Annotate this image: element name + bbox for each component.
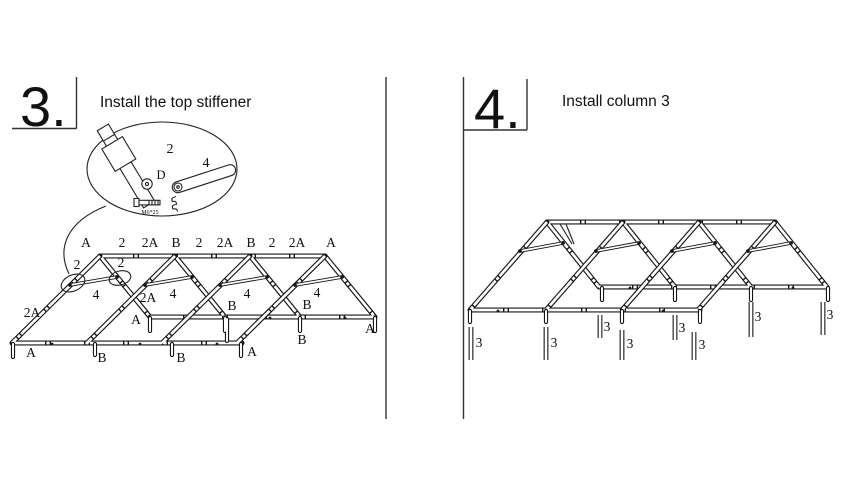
detail-bar-label: 4 [203, 156, 210, 171]
columns [468, 302, 826, 360]
stiffener-label: 4 [314, 285, 321, 300]
stiffener-label: 4 [244, 286, 251, 301]
back-eave-label: B [227, 298, 236, 313]
ridge-label: 2 [196, 235, 203, 250]
back-eave-label: A [131, 312, 141, 327]
ridge-label: 2A [142, 235, 159, 250]
column-label: 3 [476, 335, 483, 350]
back-eave-label: B [297, 332, 306, 347]
detail-bar-4 [171, 164, 237, 194]
step3-number: 3. [20, 75, 67, 138]
stiffener-label: 4 [170, 286, 177, 301]
joint-label: 2 [74, 257, 81, 272]
ridge-label: 2A [289, 235, 306, 250]
joint-dots [496, 241, 795, 313]
step4-labels: 3 3 3 3 3 3 3 3 [476, 307, 834, 352]
front-eave-label: B [97, 350, 106, 365]
step4-number: 4. [474, 77, 521, 140]
ridge-label: 2A [217, 235, 234, 250]
front-eave-label: A [26, 345, 36, 360]
detail-bar-hole-center [176, 185, 180, 189]
ridge-label: A [81, 235, 91, 250]
detail-tube-label: 2 [167, 142, 174, 157]
panel-step3: 3. Install the top stiffener [9, 75, 378, 365]
joint-highlight-circle [108, 270, 132, 286]
back-eave-label: A [365, 321, 375, 336]
callout-circle [86, 121, 238, 217]
rafter-label: 2A [140, 290, 157, 305]
ridge-label: B [171, 235, 180, 250]
callout-leader-line [63, 205, 107, 275]
hanger-wires [559, 223, 575, 245]
column-label: 3 [699, 337, 706, 352]
joint-label: 2 [118, 255, 125, 270]
joint-dots [50, 275, 347, 346]
panel-step4: 4. Install column 3 [463, 77, 834, 360]
rafter-label: 2A [24, 305, 41, 320]
column-label: 3 [604, 319, 611, 334]
column-label: 3 [551, 335, 558, 350]
detail-plate-label: D [156, 168, 165, 182]
bolt-size-label: M6*25 [141, 210, 158, 216]
front-eave-label: B [176, 350, 185, 365]
column-label: 3 [827, 307, 834, 322]
ridge-label: A [326, 235, 336, 250]
ridge-label: B [246, 235, 255, 250]
step3-frame [9, 253, 378, 360]
step3-detail-callout: 2 4 D M6*25 [63, 121, 238, 275]
bolt-icon [133, 197, 161, 208]
step4-number-box: 4. [463, 77, 528, 140]
ridge-label: 2 [119, 235, 126, 250]
detail-plate-hole [141, 178, 153, 190]
joint-highlight-circle [60, 273, 86, 293]
ridge-label: 2 [269, 235, 276, 250]
step4-frame [467, 219, 831, 360]
clip-icon [171, 195, 179, 212]
step3-number-box: 3. [12, 75, 78, 138]
back-eave-label: B [302, 297, 311, 312]
top-stiffeners [68, 275, 344, 287]
column-label: 3 [755, 309, 762, 324]
step3-box-lines [12, 77, 78, 130]
front-eave-label: A [247, 344, 257, 359]
step4-box-lines [463, 79, 528, 131]
column-label: 3 [679, 320, 686, 335]
step4-title: Install column 3 [562, 93, 670, 110]
step3-labels: A 2 2A B 2 2A B 2 2A A 2 2 2A 2A 4 4 4 4… [24, 235, 375, 365]
column-label: 3 [627, 336, 634, 351]
detail-bar-hole [173, 182, 183, 192]
step3-title: Install the top stiffener [100, 94, 251, 111]
detail-plate-hole-center [144, 181, 150, 187]
stiffener-label: 4 [93, 287, 100, 302]
